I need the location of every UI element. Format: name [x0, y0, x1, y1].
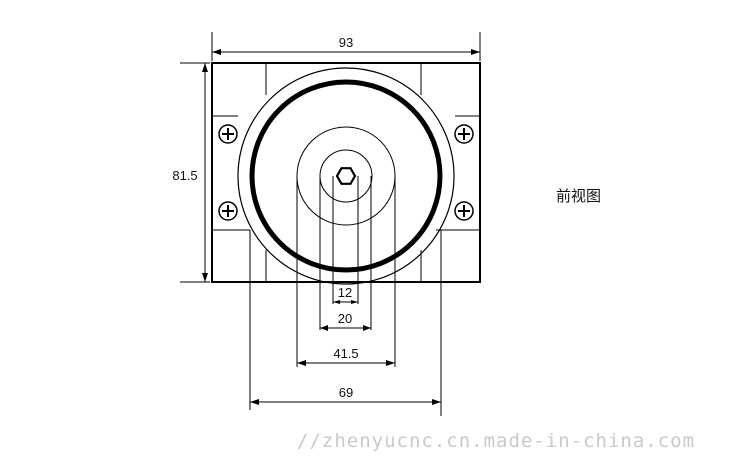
dimension-mid: 41.5	[297, 346, 395, 366]
dimension-inner: 20	[320, 311, 371, 331]
dimension-mid-label: 41.5	[333, 346, 358, 361]
hex-bore-icon	[335, 167, 357, 185]
dimension-height-label: 81.5	[172, 168, 197, 183]
shaft-circles	[237, 67, 455, 285]
dimension-width-label: 93	[339, 35, 353, 50]
screw-plus-icon	[454, 201, 474, 221]
dimension-hex: 12	[333, 285, 358, 304]
dimension-width: 93	[211, 32, 481, 61]
watermark: //zhenyucnc.cn.made-in-china.com	[297, 430, 695, 452]
dimension-hex-label: 12	[338, 285, 352, 300]
dimension-outer: 69	[250, 385, 441, 405]
housing	[211, 62, 481, 283]
screw-plus-icon	[218, 124, 238, 144]
dimension-outer-label: 69	[339, 385, 353, 400]
extension-lines	[249, 176, 442, 416]
view-label: 前视图	[556, 187, 601, 205]
screw-plus-icon	[454, 124, 474, 144]
screw-plus-icon	[218, 201, 238, 221]
dimension-inner-label: 20	[338, 311, 352, 326]
dimension-height: 81.5	[172, 62, 210, 283]
